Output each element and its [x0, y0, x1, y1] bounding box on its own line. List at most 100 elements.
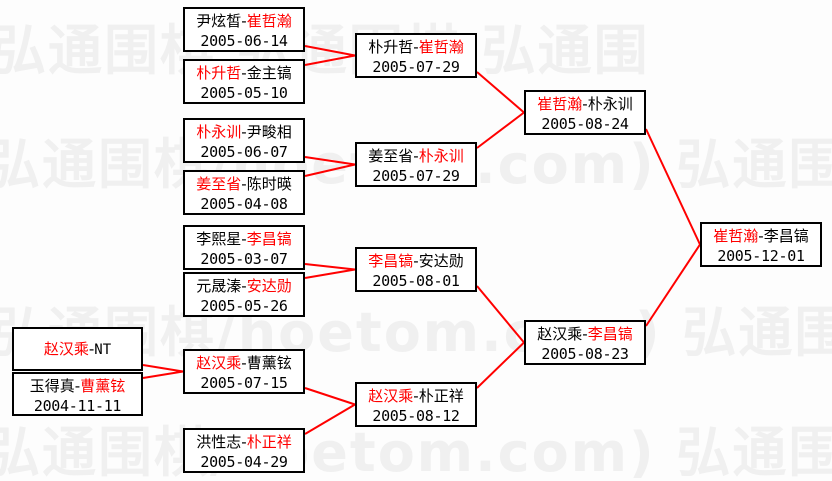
connector-line — [304, 45, 356, 57]
player-separator: - — [758, 227, 764, 245]
player-left: 赵汉乘 — [196, 354, 242, 372]
connector-line — [476, 71, 525, 114]
player-separator: - — [74, 377, 81, 395]
match-date: 2005-05-26 — [200, 297, 288, 315]
connector-line — [142, 370, 184, 379]
player-right: 安达勋 — [418, 252, 464, 270]
player-separator: - — [413, 252, 419, 270]
player-separator: - — [241, 175, 247, 193]
match-players: 李熙星-李昌镐 — [185, 229, 303, 249]
player-right: 朴正祥 — [418, 387, 464, 405]
player-right: 朴永训 — [587, 95, 633, 113]
player-left: 朴永训 — [196, 123, 242, 141]
player-separator: - — [241, 354, 247, 372]
player-left: 玉得真 — [29, 377, 75, 395]
player-left: 赵汉乘 — [537, 325, 583, 343]
match-date: 2005-04-08 — [200, 195, 288, 213]
match-date: 2005-08-01 — [372, 272, 460, 290]
player-left: 姜至省 — [196, 175, 242, 193]
player-separator: - — [413, 387, 419, 405]
player-separator: - — [241, 433, 247, 451]
match-box[interactable]: 赵汉乘-曹薰铉 2005-07-15 — [183, 349, 305, 394]
player-right: 金主镐 — [246, 64, 292, 82]
player-separator: - — [88, 339, 95, 358]
watermark-text: 弘通围棋 弘通围棋 弘通围 — [0, 19, 650, 82]
player-right: NT — [94, 341, 112, 358]
player-right: 崔哲瀚 — [418, 38, 464, 56]
player-left: 赵汉乘 — [368, 387, 414, 405]
match-players: 玉得真-曹薰铉 — [14, 376, 141, 396]
match-players: 朴永训-尹畯相 — [185, 122, 303, 142]
match-date: 2005-06-14 — [200, 32, 288, 50]
match-players: 朴升哲-金主镐 — [185, 63, 303, 83]
connector-line — [304, 263, 356, 271]
match-players: 崔哲瀚-朴永训 — [526, 94, 644, 114]
player-right: 尹畯相 — [246, 123, 292, 141]
connector-line — [304, 268, 356, 279]
connector-line — [304, 163, 356, 177]
player-separator: - — [241, 277, 247, 295]
match-date: 2005-06-07 — [200, 143, 288, 161]
player-left: 尹炫皙 — [196, 12, 242, 30]
player-right: 陈时暎 — [246, 175, 292, 193]
player-right: 安达勋 — [246, 277, 292, 295]
connector-line — [304, 156, 356, 166]
connector-line — [304, 403, 356, 435]
connector-line — [645, 128, 701, 245]
player-right: 李昌镐 — [763, 227, 809, 245]
player-right: 李昌镐 — [587, 325, 633, 343]
player-left: 洪性志 — [196, 433, 242, 451]
player-right: 曹薰铉 — [80, 377, 126, 395]
player-right: 曹薰铉 — [246, 354, 292, 372]
match-players: 洪性志-朴正祥 — [185, 432, 303, 452]
player-right: 崔哲瀚 — [246, 12, 292, 30]
match-players: 赵汉乘-NT — [44, 339, 111, 360]
connector-line — [645, 243, 701, 327]
connector-line — [476, 285, 525, 344]
player-separator: - — [413, 38, 419, 56]
player-right: 朴永训 — [418, 147, 464, 165]
match-players: 崔哲瀚-李昌镐 — [702, 226, 820, 246]
match-players: 姜至省-陈时暎 — [185, 174, 303, 194]
player-separator: - — [241, 123, 247, 141]
match-date: 2004-11-11 — [33, 397, 122, 415]
match-box[interactable]: 赵汉乘-NT — [12, 327, 143, 371]
player-left: 赵汉乘 — [43, 339, 89, 358]
player-left: 元晟溱 — [196, 277, 242, 295]
match-date: 2005-07-29 — [372, 58, 460, 76]
connector-line — [476, 341, 525, 389]
player-left: 李熙星 — [196, 230, 242, 248]
connector-line — [304, 387, 356, 406]
match-players: 朴升哲-崔哲瀚 — [357, 37, 475, 57]
match-date: 2005-08-23 — [541, 345, 629, 363]
player-left: 朴升哲 — [368, 38, 414, 56]
player-separator: - — [241, 230, 247, 248]
player-right: 李昌镐 — [246, 230, 292, 248]
match-date: 2005-04-29 — [200, 453, 288, 471]
match-players: 李昌镐-安达勋 — [357, 251, 475, 271]
player-separator: - — [241, 64, 247, 82]
match-box[interactable]: 元晟溱-安达勋 2005-05-26 — [183, 272, 305, 317]
match-players: 姜至省-朴永训 — [357, 146, 475, 166]
connector-line — [142, 364, 184, 373]
match-date: 2005-08-24 — [541, 115, 629, 133]
match-date: 2005-12-01 — [717, 247, 805, 265]
match-date: 2005-07-15 — [200, 374, 288, 392]
player-right: 朴正祥 — [246, 433, 292, 451]
player-left: 李昌镐 — [368, 252, 414, 270]
